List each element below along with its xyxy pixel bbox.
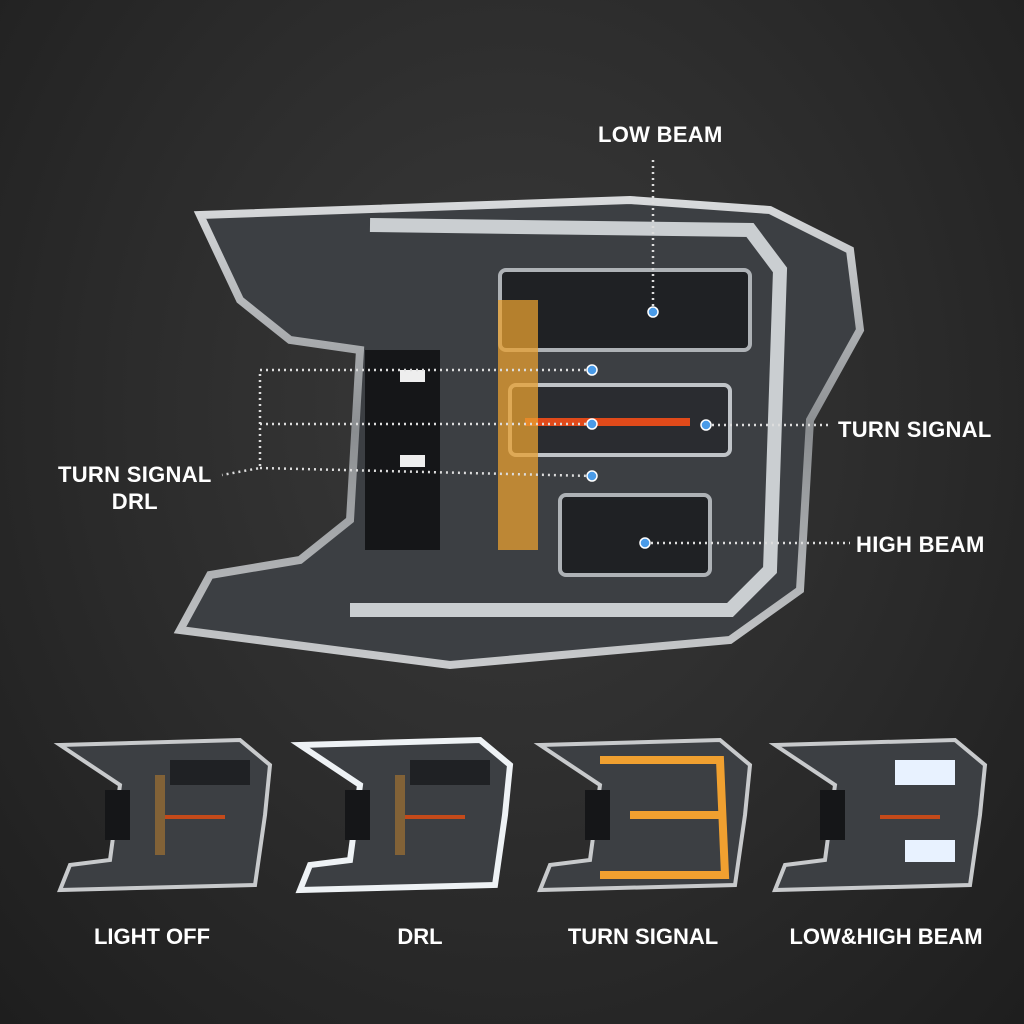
callout-turn-signal-drl-line1: TURN SIGNAL	[58, 462, 212, 487]
mode-label-light-off: LIGHT OFF	[93, 924, 211, 949]
thumb-low-high-beam	[768, 737, 988, 893]
mode-label-low-high-beam: LOW&HIGH BEAM	[789, 924, 983, 949]
thumb-light-off	[53, 737, 273, 893]
thumb-drl	[290, 736, 514, 894]
callout-turn-signal-drl: TURN SIGNAL DRL	[58, 461, 212, 515]
mode-label-drl: DRL	[397, 924, 443, 949]
callout-low-beam: LOW BEAM	[598, 122, 723, 147]
thumb-turn-signal	[533, 737, 753, 893]
callout-turn-signal-drl-line2: DRL	[111, 489, 158, 514]
callout-high-beam: HIGH BEAM	[856, 532, 985, 557]
headlight-main-image	[173, 195, 865, 670]
callout-turn-signal: TURN SIGNAL	[838, 417, 992, 442]
mode-label-turn-signal: TURN SIGNAL	[567, 924, 719, 949]
